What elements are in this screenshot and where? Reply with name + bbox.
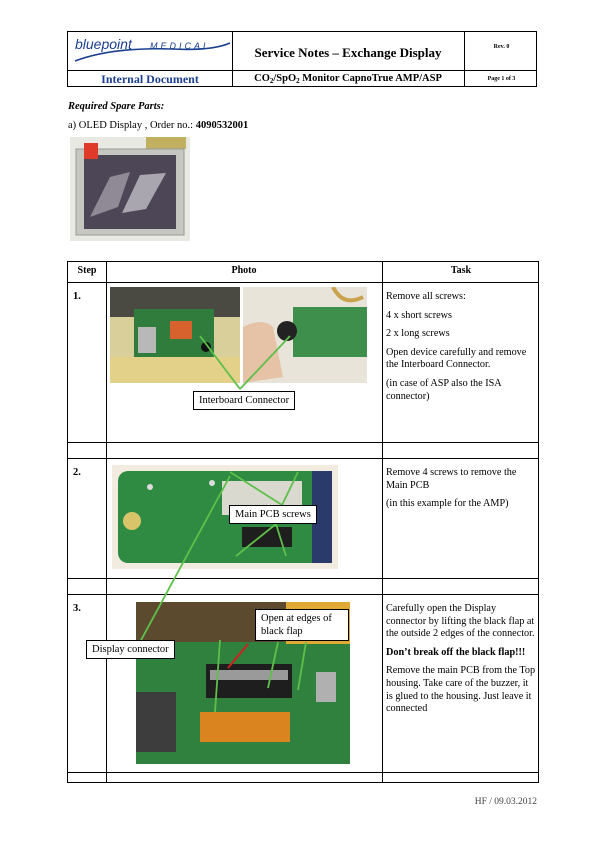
subtitle-part: /SpO <box>273 73 297 84</box>
step-2-tasks: Remove 4 screws to remove the Main PCB (… <box>386 467 536 517</box>
row-divider <box>68 772 538 773</box>
task-line: Open device carefully and remove the Int… <box>386 346 527 371</box>
bluepoint-medical-logo: bluepoint MEDICAL <box>74 36 231 62</box>
page-title: Service Notes – Exchange Display <box>254 45 442 60</box>
task-line: (in this example for the AMP) <box>386 498 509 510</box>
row-divider <box>68 578 538 579</box>
task-warning: Don’t break off the black flap!!! <box>386 646 526 658</box>
logo-wordmark: bluepoint <box>75 36 133 52</box>
spare-part-line: a) OLED Display , Order no.: 4090532001 <box>68 120 248 131</box>
page-subtitle: CO2/SpO2 Monitor CapnoTrue AMP/ASP <box>232 71 464 87</box>
steps-table: Step Photo Task 1. Remove all screws: 4 … <box>67 261 539 783</box>
column-divider <box>382 262 383 782</box>
subtitle-part: CO <box>254 73 270 84</box>
internal-document-label: Internal Document <box>101 72 199 86</box>
subtitle-subscript: 2 <box>296 77 300 85</box>
revision-label: Rev. 0 <box>493 44 510 50</box>
task-line: Remove the main PCB from the Top housing… <box>386 665 536 715</box>
step-3-tasks: Carefully open the Display connector by … <box>386 603 536 722</box>
open-black-flap-label: Open at edges of black flap <box>255 609 349 641</box>
header-divider <box>232 32 233 86</box>
row-divider <box>68 458 538 459</box>
column-divider <box>106 262 107 782</box>
header-divider <box>464 32 465 86</box>
task-line: 4 x short screws <box>386 309 452 321</box>
column-header-task: Task <box>450 265 472 276</box>
row-divider <box>68 282 538 283</box>
task-line: 2 x long screws <box>386 328 450 340</box>
page-number: Page 1 of 3 <box>487 76 516 82</box>
footer-author-date: HF / 09.03.2012 <box>474 797 537 807</box>
subtitle-subscript: 2 <box>269 77 274 85</box>
step-1-tasks: Remove all screws: 4 x short screws 2 x … <box>386 291 536 409</box>
column-header-step: Step <box>77 265 97 276</box>
interboard-connector-label: Interboard Connector <box>193 391 296 410</box>
row-divider <box>68 594 538 595</box>
spare-parts-title: Required Spare Parts: <box>68 101 165 112</box>
column-header-photo: Photo <box>231 265 257 276</box>
spare-part-desc: a) OLED Display , Order no.: <box>68 120 196 131</box>
logo-subtext: MEDICAL <box>150 41 211 51</box>
oled-display-photo <box>70 137 190 241</box>
task-line: Carefully open the Display connector by … <box>386 603 535 640</box>
step-number: 2. <box>73 467 81 478</box>
document-header: bluepoint MEDICAL Internal Document Serv… <box>67 31 537 87</box>
header-divider <box>68 70 536 71</box>
step-number: 1. <box>73 291 81 302</box>
main-pcb-screws-label: Main PCB screws <box>229 505 317 524</box>
step-1-photo-right <box>243 287 367 383</box>
display-connector-label: Display connector <box>86 640 175 659</box>
task-line: Remove all screws: <box>386 291 466 302</box>
task-line: (in case of ASP also the ISA connector) <box>386 377 502 402</box>
subtitle-part: Monitor CapnoTrue AMP/ASP <box>299 73 442 84</box>
row-divider <box>68 442 538 443</box>
order-number: 4090532001 <box>195 120 249 131</box>
step-number: 3. <box>73 603 81 614</box>
task-line: Remove 4 screws to remove the Main PCB <box>386 467 517 491</box>
step-1-photo-left <box>110 287 240 383</box>
